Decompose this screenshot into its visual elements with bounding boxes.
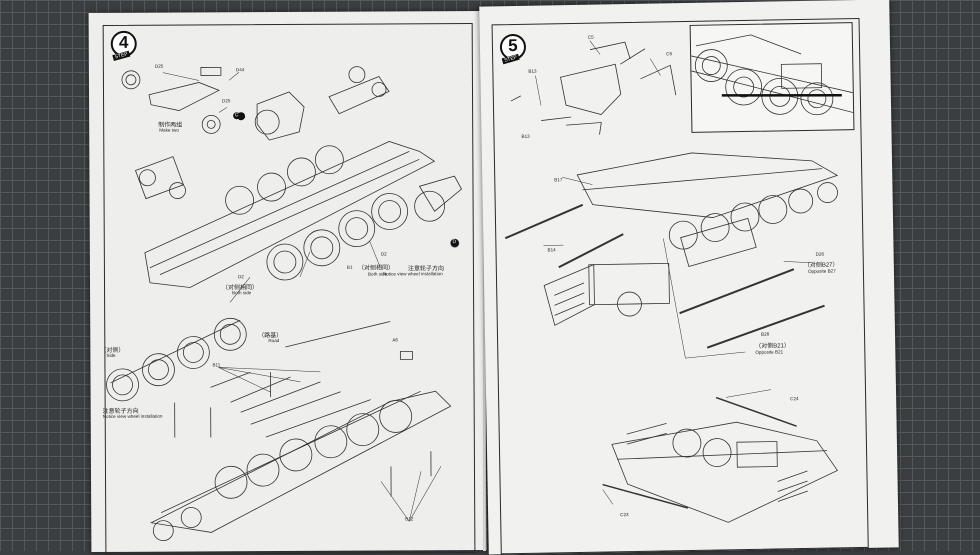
marker-d: D bbox=[450, 239, 458, 247]
label-b14: B14 bbox=[547, 247, 556, 253]
label-opposite-b27-en: Opposite B27 bbox=[807, 268, 836, 274]
label-b28: B28 bbox=[760, 331, 770, 337]
detail-inset-drawing bbox=[691, 34, 855, 116]
label-c5: C5 bbox=[587, 34, 594, 40]
marker-c: C bbox=[233, 112, 241, 120]
label-d25-mid: D25 bbox=[222, 98, 231, 104]
label-notice-en-left: Notice view wheel installation bbox=[102, 413, 163, 419]
label-b1: B1 bbox=[346, 264, 353, 270]
label-both-side-cn: （对侧相同） bbox=[357, 265, 394, 272]
label-make-two-en: Make two bbox=[159, 127, 179, 133]
detail-inset-box bbox=[689, 22, 855, 133]
instruction-page-left: 4 STEP bbox=[88, 10, 487, 555]
label-b13-bottom: B13 bbox=[521, 133, 530, 139]
instruction-page-right: 5 STEP bbox=[479, 0, 899, 555]
label-d26: D26 bbox=[815, 251, 825, 257]
label-road-en: Road bbox=[268, 338, 280, 344]
label-d44: D44 bbox=[235, 67, 245, 73]
label-d2-left: D2 bbox=[237, 274, 244, 280]
label-b13-top: B13 bbox=[528, 68, 537, 74]
label-b12: B12 bbox=[405, 516, 414, 522]
label-opposite-b21-cn: （对侧B21） bbox=[755, 343, 790, 350]
label-b17: B17 bbox=[554, 177, 563, 183]
step-4-assembly-drawing bbox=[106, 66, 463, 542]
label-opposite-b21-en: Opposite B21 bbox=[755, 349, 784, 355]
label-d2-right: D2 bbox=[380, 251, 387, 257]
label-c6: C6 bbox=[666, 51, 673, 57]
label-d25-top: D25 bbox=[154, 63, 164, 69]
label-c24: C24 bbox=[790, 396, 799, 402]
label-b11: B11 bbox=[212, 362, 221, 368]
label-a6: A6 bbox=[392, 337, 398, 343]
step-5-assembly-drawing bbox=[504, 40, 839, 523]
label-c23: C23 bbox=[620, 512, 629, 518]
label-side-en: Side bbox=[106, 352, 116, 358]
label-both-side-en-left: Both side bbox=[232, 290, 252, 296]
label-notice-en-right: Notice view wheel installation bbox=[382, 271, 443, 277]
